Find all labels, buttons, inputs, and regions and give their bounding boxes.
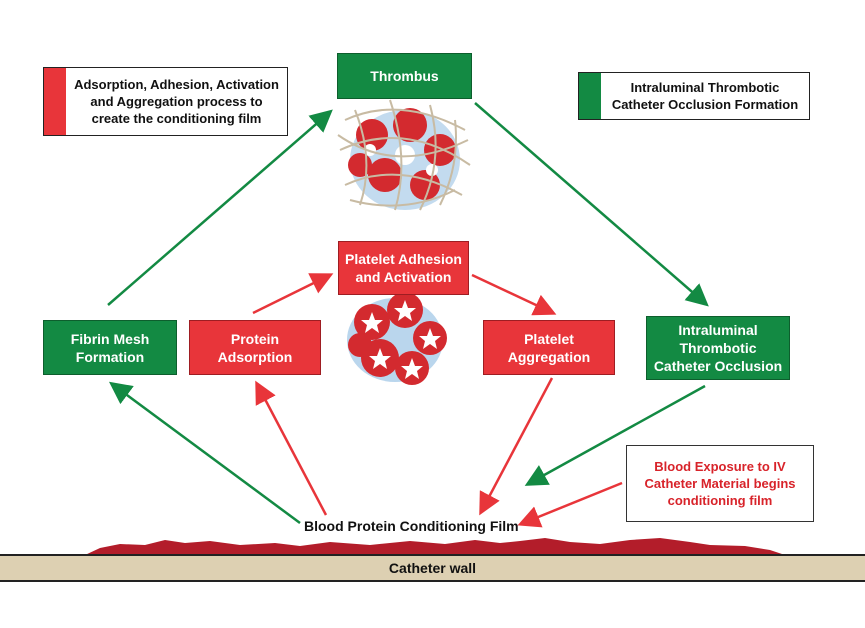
catheter-wall: Catheter wall — [0, 554, 865, 582]
legend-occlusion-swatch — [579, 73, 601, 119]
arrow-fibrin-to-thrombus — [107, 109, 333, 306]
label-conditioning-film: Blood Protein Conditioning Film — [304, 518, 519, 534]
arrow-exposure-to-film — [517, 481, 623, 528]
legend-process: Adsorption, Adhesion, Activation and Agg… — [43, 67, 288, 136]
node-platelet-adhesion: Platelet Adhesion and Activation — [338, 241, 469, 295]
arrow-aggregation-to-film — [479, 377, 554, 516]
node-fibrin-mesh: Fibrin Mesh Formation — [43, 320, 177, 375]
conditioning-film — [85, 538, 785, 555]
catheter-wall-label: Catheter wall — [388, 560, 477, 576]
node-thrombus: Thrombus — [337, 53, 472, 99]
platelet-cluster-illustration — [347, 292, 447, 385]
callout-blood-exposure: Blood Exposure to IV Catheter Material b… — [626, 445, 814, 522]
legend-occlusion: Intraluminal Thrombotic Catheter Occlusi… — [578, 72, 810, 120]
legend-process-swatch — [44, 68, 66, 135]
legend-process-label: Adsorption, Adhesion, Activation and Agg… — [74, 77, 279, 126]
node-platelet-aggregation: Platelet Aggregation — [483, 320, 615, 375]
arrow-protein-to-platelet-adhesion — [252, 273, 334, 315]
arrow-occlusion-to-film — [524, 384, 706, 486]
arrow-platelet-adhesion-to-aggregation — [471, 273, 557, 316]
arrow-film-to-fibrin — [108, 381, 301, 525]
arrow-thrombus-to-occlusion — [474, 102, 709, 307]
arrow-film-to-protein — [255, 380, 328, 516]
node-occlusion: Intraluminal Thrombotic Catheter Occlusi… — [646, 316, 790, 380]
thrombus-illustration — [337, 99, 471, 211]
legend-occlusion-label: Intraluminal Thrombotic Catheter Occlusi… — [611, 80, 799, 112]
node-protein-adsorption: Protein Adsorption — [189, 320, 321, 375]
